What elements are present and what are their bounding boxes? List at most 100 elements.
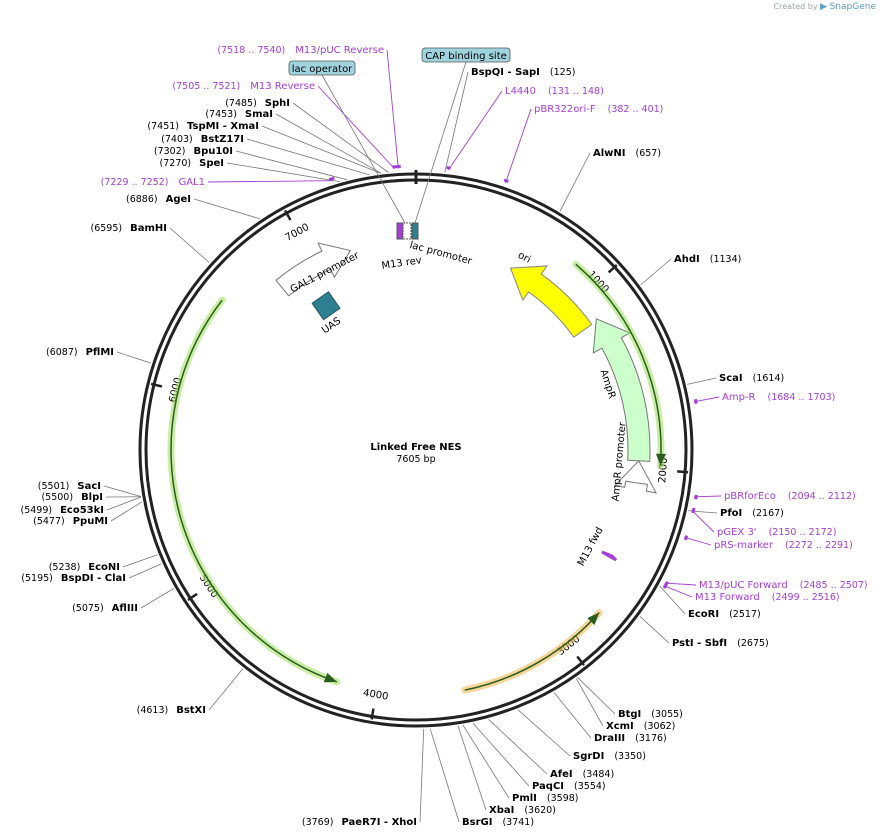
- enzyme-label: (5075)AflIII: [72, 603, 138, 614]
- enzyme-line: [106, 496, 142, 511]
- tick-mark: [370, 708, 375, 720]
- primer-line: [691, 509, 715, 533]
- m13-fwd-feature: [601, 550, 618, 562]
- enzyme-line: [116, 351, 151, 364]
- enzyme-label: (5501)SacI: [38, 481, 101, 492]
- primer-line: [693, 396, 720, 403]
- enzyme-line: [235, 150, 347, 181]
- tick-mark: [187, 592, 198, 601]
- plasmid-length: 7605 bp: [396, 454, 435, 465]
- cap-binding-site-box: [421, 47, 511, 63]
- enzyme-line: [429, 728, 460, 823]
- cap-binding-site-line: [414, 61, 467, 224]
- enzyme-line: [419, 728, 425, 823]
- primer-label: (7505 .. 7521)M13 Reverse: [172, 81, 315, 92]
- primer-label: M13/pUC Forward(2485 .. 2507): [699, 580, 868, 591]
- enzyme-label: XcmI(3062): [606, 721, 675, 732]
- primer-line: [317, 85, 395, 170]
- cap-site-feature: [411, 222, 419, 240]
- labels-layer: BspQI - SapI(125)AlwNI(657)AhdI(1134)Sca…: [20, 45, 867, 828]
- green-orf-left: [170, 299, 338, 683]
- ori-label: ori: [516, 250, 533, 266]
- primer-line: [663, 584, 693, 598]
- enzyme-label: (5500)BlpI: [41, 492, 103, 503]
- enzyme-label: (5499)Eco53kI: [20, 505, 104, 516]
- enzyme-label: (7403)BstZ17I: [161, 134, 244, 145]
- enzyme-label: (7453)SmaI: [205, 109, 273, 120]
- primer-label: (7518 .. 7540)M13/pUC Reverse: [217, 45, 384, 56]
- cap-binding-site-label: CAP binding site: [425, 51, 507, 62]
- enzyme-line: [575, 678, 604, 727]
- enzyme-line: [292, 102, 389, 173]
- enzyme-label: PaqCI(3554): [532, 781, 606, 792]
- m13-rev-feature: [396, 222, 404, 240]
- enzyme-label: (4613)BstXI: [137, 705, 206, 716]
- enzyme-label: PstI - SbfI(2675): [672, 638, 769, 649]
- lac-operator-label: lac operator: [292, 64, 353, 75]
- primer-line: [684, 536, 712, 546]
- enzyme-label: (5477)PpuMI: [33, 516, 108, 527]
- primer-label: pGEX 3'(2150 .. 2172): [717, 527, 836, 538]
- primer-label: pRS-marker(2272 .. 2291): [714, 540, 853, 551]
- enzyme-line: [577, 677, 616, 715]
- primer-line: [207, 180, 333, 183]
- enzyme-line: [275, 113, 382, 174]
- enzyme-label: EcoRI(2517): [688, 609, 761, 620]
- primer-label: M13 Forward(2499 .. 2516): [695, 592, 840, 603]
- enzyme-label: SgrDI(3350): [573, 751, 646, 762]
- enzyme-line: [472, 722, 530, 787]
- ampr-promoter-label: AmpR promoter: [611, 421, 629, 502]
- enzyme-label: (6886)AgeI: [126, 194, 191, 205]
- uas-feature: [311, 291, 341, 321]
- enzyme-line: [122, 554, 158, 568]
- enzyme-line: [640, 258, 672, 286]
- enzyme-line: [659, 585, 686, 615]
- enzyme-label: DraIII(3176): [594, 733, 667, 744]
- snapgene-logo-icon: ▶: [820, 2, 828, 12]
- enzyme-label: (7270)SpeI: [160, 158, 224, 169]
- primer-label: pBRforEco(2094 .. 2112): [724, 491, 856, 502]
- primer-line: [664, 582, 697, 586]
- primer-line: [386, 49, 399, 169]
- enzyme-line: [261, 125, 381, 174]
- tick-mark: [576, 655, 586, 666]
- enzyme-line: [517, 709, 571, 757]
- green-orf-right: [575, 263, 662, 466]
- enzyme-label: BspQI - SapI(125): [471, 67, 575, 78]
- primer-label: (7229 .. 7252)GAL1: [101, 177, 205, 188]
- enzyme-label: (7302)Bpu10I: [154, 146, 233, 157]
- enzyme-line: [444, 71, 469, 173]
- enzyme-line: [193, 198, 260, 220]
- primer-label: pBR322ori-F(382 .. 401): [534, 104, 663, 115]
- enzyme-line: [140, 588, 175, 609]
- enzyme-label: AfeI(3484): [550, 769, 614, 780]
- enzyme-line: [687, 377, 717, 385]
- primer-label: Amp-R(1684 .. 1703): [722, 392, 835, 403]
- enzyme-label: BtgI(3055): [618, 709, 683, 720]
- enzyme-label: AhdI(1134): [674, 254, 741, 265]
- enzyme-line: [488, 719, 548, 775]
- lac-operator-feature: [402, 222, 412, 240]
- snapgene-name: SnapGene: [829, 2, 876, 12]
- lac-operator-line: [321, 74, 406, 224]
- green-orf-left-glow: [167, 296, 341, 686]
- enzyme-label: PmlI(3598): [512, 793, 579, 804]
- enzyme-label: BsrGI(3741): [462, 817, 534, 828]
- primer-label: L4440(131 .. 148): [505, 86, 604, 97]
- tick-mark: [677, 470, 689, 474]
- enzyme-line: [110, 501, 143, 522]
- green-orf-left-arrowhead: [323, 673, 337, 683]
- enzyme-line: [639, 616, 670, 644]
- enzyme-label: (5195)BspDI - ClaI: [21, 573, 126, 584]
- ori-feature: [509, 265, 593, 338]
- green-orf-right-arrowhead: [655, 453, 666, 466]
- label-lines-layer: [103, 49, 722, 823]
- enzyme-label: XbaI(3620): [489, 805, 556, 816]
- enzyme-label: (7451)TspMI - XmaI: [147, 121, 259, 132]
- ampr-feature: [592, 318, 651, 462]
- enzyme-line: [226, 162, 340, 183]
- enzyme-label: (6087)PflMI: [46, 347, 114, 358]
- m13-rev-label: M13 rev: [381, 255, 423, 272]
- enzyme-line: [208, 668, 244, 711]
